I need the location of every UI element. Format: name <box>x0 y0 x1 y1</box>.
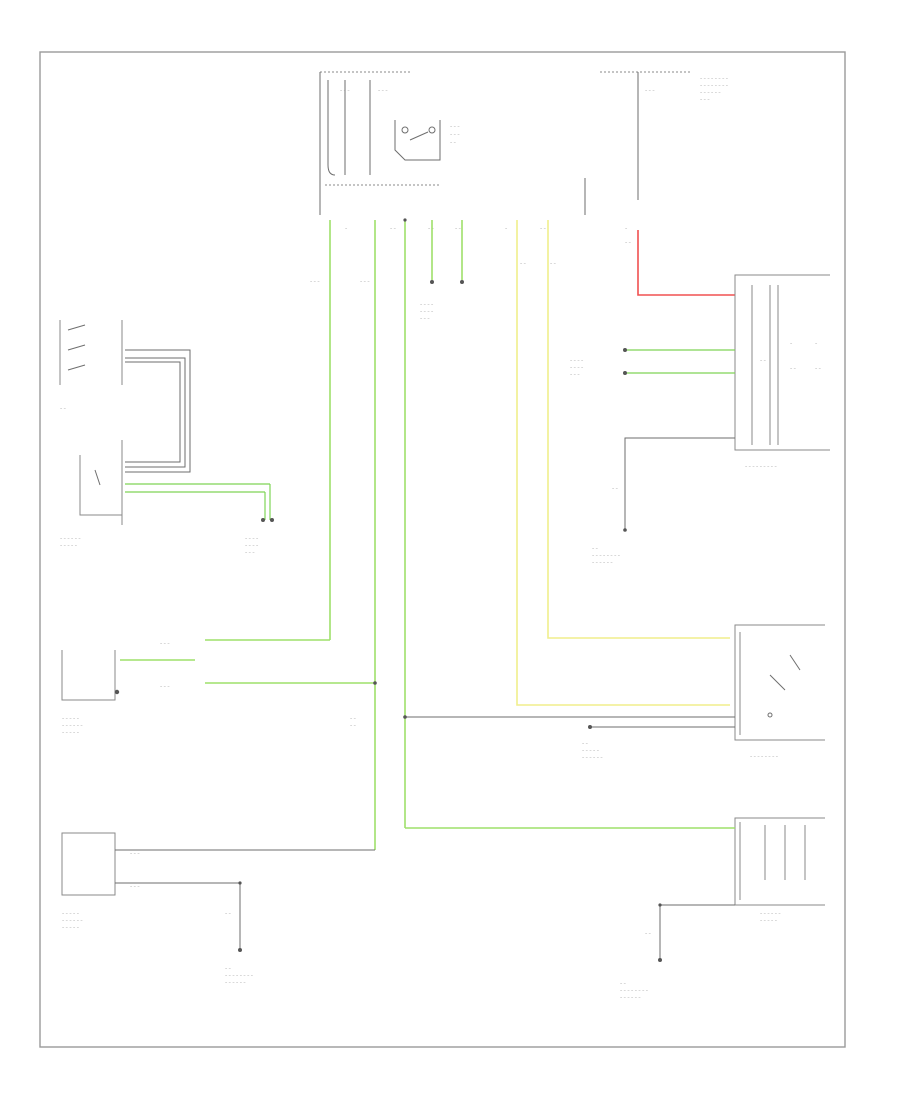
svg-text:– – – –: – – – – <box>245 544 259 549</box>
svg-text:– – – – – –: – – – – – – <box>582 756 603 761</box>
svg-text:– –: – – <box>625 241 632 246</box>
svg-text:– –: – – <box>815 367 822 372</box>
green-wires <box>329 218 464 850</box>
svg-text:– –: – – <box>790 367 797 372</box>
svg-text:– – –: – – – <box>700 98 710 103</box>
svg-text:– – – – –: – – – – – <box>62 731 80 736</box>
svg-text:– – –: – – – <box>245 551 255 556</box>
svg-text:– –: – – <box>390 227 397 232</box>
svg-text:– – –: – – – <box>130 852 140 857</box>
svg-text:– –: – – <box>592 547 599 552</box>
svg-text:– – – – – – – –: – – – – – – – – <box>592 554 621 559</box>
svg-text:– – – – – – – –: – – – – – – – – <box>620 989 649 994</box>
svg-text:–: – <box>505 227 508 232</box>
svg-text:– –: – – <box>612 487 619 492</box>
svg-text:– –: – – <box>540 227 547 232</box>
svg-text:– – –: – – – <box>450 125 460 130</box>
left-switch-assembly: – – <box>59 320 191 473</box>
svg-text:– – – –: – – – – <box>420 310 434 315</box>
svg-text:– – – – –: – – – – – <box>60 544 78 549</box>
svg-text:– – –: – – – <box>160 642 170 647</box>
svg-text:– – –: – – – <box>160 685 170 690</box>
svg-text:– –: – – <box>225 912 232 917</box>
svg-text:– –: – – <box>520 262 527 267</box>
svg-text:– – – – –: – – – – – <box>62 717 80 722</box>
svg-text:–: – <box>625 227 628 232</box>
fuse-box-right: – – – – – – – – – – – – – – – – – – – – … <box>584 71 729 215</box>
svg-text:– – – –: – – – – <box>570 359 584 364</box>
svg-text:– – – –: – – – – <box>245 537 259 542</box>
svg-text:– – –: – – – <box>570 373 580 378</box>
combination-meter: – – – – – – – – – – – – – – – – – – – – … <box>61 832 375 986</box>
svg-text:– – – – – –: – – – – – – <box>60 537 81 542</box>
svg-text:– – – – –: – – – – – <box>582 749 600 754</box>
svg-text:– – –: – – – <box>340 89 350 94</box>
svg-text:– – –: – – – <box>130 885 140 890</box>
svg-text:– – –: – – – <box>310 280 320 285</box>
svg-text:– –: – – <box>550 262 557 267</box>
svg-text:– –: – – <box>60 407 67 412</box>
svg-text:– –: – – <box>620 982 627 987</box>
light-switch-unit: – – – – – – – – – – – – – – – – – – – – … <box>403 624 825 761</box>
fuse-box-left: – – – – – – – – – – – – – – <box>319 71 460 215</box>
diagram-frame <box>39 51 846 1048</box>
svg-text:– – – – –: – – – – – <box>62 912 80 917</box>
svg-text:– – – – – – – –: – – – – – – – – <box>750 755 779 760</box>
svg-text:– – – – –: – – – – – <box>760 919 778 924</box>
svg-text:– – –: – – – <box>360 280 370 285</box>
svg-text:– – –: – – – <box>450 133 460 138</box>
svg-text:– –: – – <box>582 742 589 747</box>
svg-text:– – – –: – – – – <box>420 303 434 308</box>
gauge-instrument-unit: – – – – – – – – – – – – – – – – – – – – … <box>570 274 830 566</box>
keyless-unit: – – – – – – – – – – – – – – – – – – – – … <box>61 639 377 736</box>
svg-text:– – – – – – – –: – – – – – – – – <box>225 974 254 979</box>
svg-text:– – –: – – – <box>420 317 430 322</box>
svg-text:– –: – – <box>760 359 767 364</box>
svg-text:– – – – – –: – – – – – – <box>592 561 613 566</box>
svg-text:– – – – – –: – – – – – – <box>620 996 641 1001</box>
svg-text:– – –: – – – <box>645 89 655 94</box>
svg-text:–: – <box>790 342 793 347</box>
svg-text:– –: – – <box>350 724 357 729</box>
svg-text:–: – <box>345 227 348 232</box>
svg-text:– –: – – <box>225 967 232 972</box>
svg-text:–: – <box>815 342 818 347</box>
svg-text:– – –: – – – <box>378 89 388 94</box>
connector-terminals: – – – – – – – – – – – – – – – – – – – – … <box>310 227 632 322</box>
svg-text:– – – – – – – –: – – – – – – – – <box>700 77 729 82</box>
svg-text:– – – – – –: – – – – – – <box>700 91 721 96</box>
svg-text:– – – – – –: – – – – – – <box>62 724 83 729</box>
svg-text:– –: – – <box>455 227 462 232</box>
svg-text:– – – – – –: – – – – – – <box>62 919 83 924</box>
svg-text:– –: – – <box>450 141 457 146</box>
left-control-unit: – – – – – – – – – – – – – – – – – – – – … <box>60 440 274 556</box>
control-unit-bottom: – – – – – – – – – – – – – – – – – – – – … <box>405 817 825 1001</box>
svg-text:– – – – – – – –: – – – – – – – – <box>700 84 729 89</box>
yellow-wires <box>516 220 730 706</box>
svg-text:– –: – – <box>645 932 652 937</box>
svg-text:– – – – –: – – – – – <box>62 926 80 931</box>
svg-text:– – – –: – – – – <box>570 366 584 371</box>
svg-text:– – – – – –: – – – – – – <box>225 981 246 986</box>
svg-text:– – – – – – – – –: – – – – – – – – – <box>745 465 777 470</box>
svg-text:– – – – – –: – – – – – – <box>760 912 781 917</box>
red-wire <box>637 230 735 296</box>
svg-text:– –: – – <box>350 717 357 722</box>
